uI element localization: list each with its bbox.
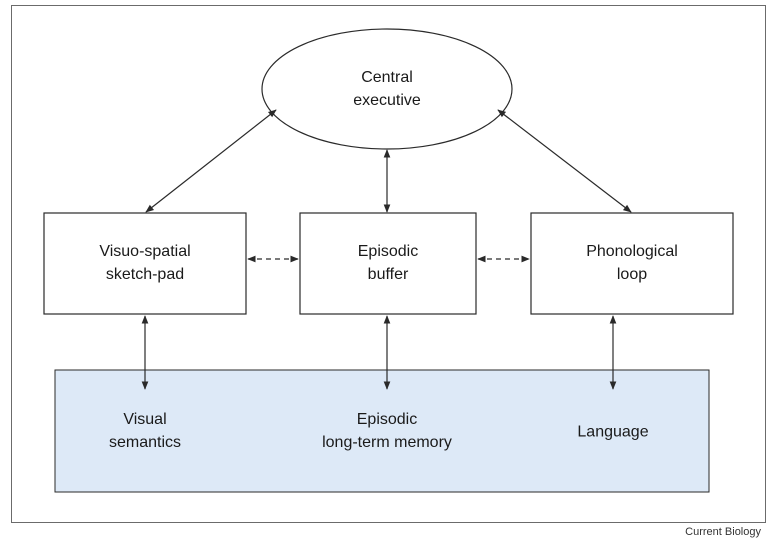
language-line1: Language (577, 423, 649, 441)
central-executive-line2: executive (353, 92, 421, 109)
central-executive-label: Central executive (353, 66, 421, 112)
phonological-loop-box (530, 212, 734, 315)
phonological-loop-line2: loop (616, 266, 648, 283)
visuo-spatial-line2: sketch-pad (105, 266, 185, 283)
long-term-memory-band (54, 369, 710, 493)
central-executive-ellipse (261, 28, 513, 150)
journal-credit: Current Biology (685, 526, 761, 538)
visual-semantics-line2: semantics (108, 434, 182, 451)
arrow-executive-phonological (497, 109, 632, 213)
episodic-buffer-box (299, 212, 477, 315)
language-label: Language (577, 421, 648, 444)
visual-semantics-label: Visual semantics (109, 408, 181, 454)
episodic-ltm-line1: Episodic (356, 411, 418, 428)
arrow-executive-visuospatial (145, 109, 277, 213)
phonological-loop-label: Phonological loop (586, 240, 678, 286)
episodic-buffer-line1: Episodic (357, 243, 419, 260)
phonological-loop-line1: Phonological (586, 243, 678, 260)
visuo-spatial-box (43, 212, 247, 315)
episodic-buffer-line2: buffer (367, 266, 409, 283)
visuo-spatial-line1: Visuo-spatial (99, 243, 191, 260)
visuo-spatial-label: Visuo-spatial sketch-pad (99, 240, 190, 286)
episodic-buffer-label: Episodic buffer (358, 240, 418, 286)
figure-frame (11, 5, 766, 523)
visual-semantics-line1: Visual (123, 411, 167, 428)
central-executive-line1: Central (361, 69, 413, 86)
episodic-ltm-label: Episodic long-term memory (322, 408, 452, 454)
episodic-ltm-line2: long-term memory (322, 434, 452, 451)
